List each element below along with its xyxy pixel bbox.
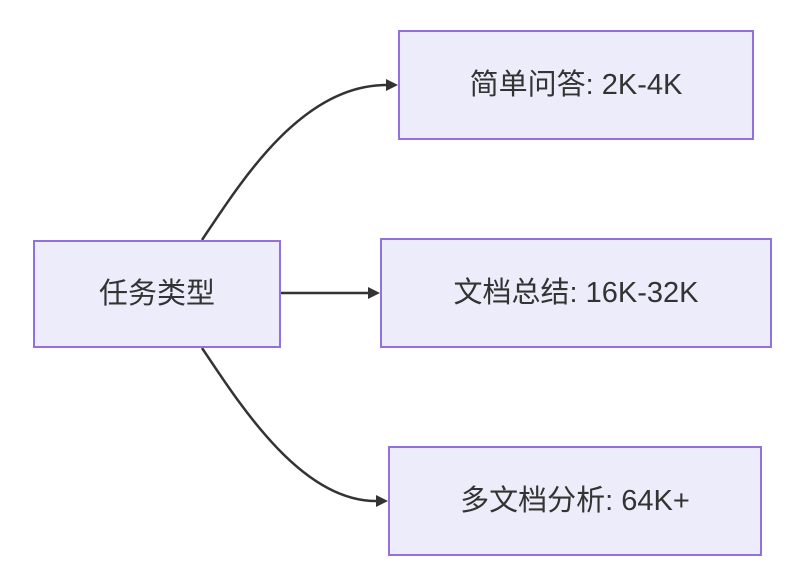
- node-simple-qa-label: 简单问答: 2K-4K: [469, 68, 683, 101]
- node-simple-qa: 简单问答: 2K-4K: [398, 30, 754, 140]
- arrow-root-to-multi-doc: [200, 347, 388, 507]
- node-multi-doc: 多文档分析: 64K+: [388, 446, 762, 556]
- node-task-type-label: 任务类型: [98, 277, 215, 310]
- node-doc-summary-label: 文档总结: 16K-32K: [453, 276, 699, 309]
- node-multi-doc-label: 多文档分析: 64K+: [460, 484, 690, 517]
- node-doc-summary: 文档总结: 16K-32K: [380, 238, 772, 348]
- node-task-type: 任务类型: [33, 240, 281, 348]
- arrow-root-to-simple-qa: [200, 79, 398, 241]
